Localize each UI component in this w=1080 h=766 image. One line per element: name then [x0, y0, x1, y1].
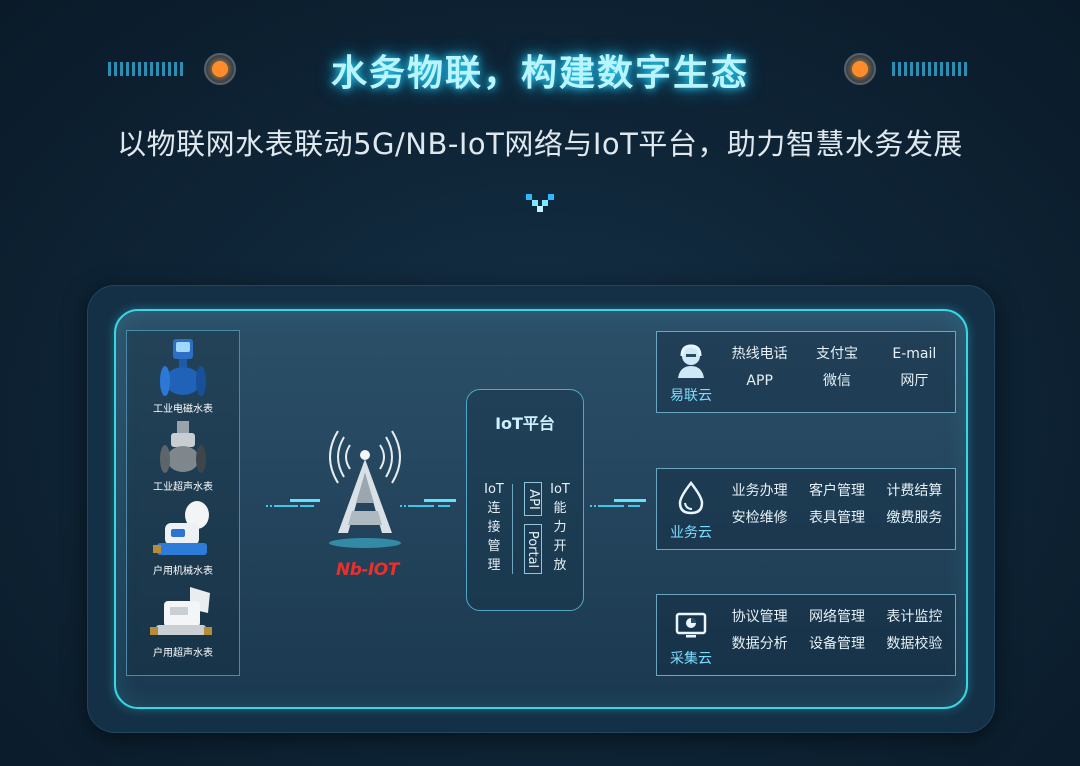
- cloud-item: 热线电话: [731, 346, 788, 362]
- meter-label: 户用超声水表: [153, 648, 213, 659]
- cloud-item: 设备管理: [808, 636, 865, 652]
- electromagnetic-meter-icon: [160, 339, 206, 396]
- platform-divider: [512, 484, 513, 574]
- iot-platform-title: IoT平台: [495, 414, 555, 433]
- cloud-item: 缴费服务: [886, 510, 943, 526]
- water-drop-icon: [678, 481, 704, 515]
- cloud-items: 热线电话 支付宝 E-mail APP 微信 网厅: [721, 345, 953, 390]
- capability-opening-column: IoT 能 力 开 放: [547, 480, 573, 575]
- meter-item: 工业超声水表: [127, 419, 239, 493]
- connection-management-column: IoT 连 接 管 理: [481, 480, 507, 575]
- orange-dot-left-icon: [204, 53, 236, 85]
- api-box: API: [524, 482, 542, 516]
- cloud-item: 支付宝: [815, 346, 858, 362]
- nb-iot-logo: Nb-IOT: [336, 560, 399, 580]
- cloud-item: 计费结算: [886, 483, 943, 499]
- cell-tower-icon: [329, 430, 401, 548]
- cloud-panel-business: 业务云 业务办理 客户管理 计费结算 安检维修 表具管理 缴费服务: [656, 468, 956, 550]
- mechanical-meter-icon: [153, 501, 209, 555]
- column-char: IoT: [550, 482, 570, 497]
- cloud-panel-collection: 采集云 协议管理 网络管理 表计监控 数据分析 设备管理 数据校验: [656, 594, 956, 676]
- meter-item: 户用机械水表: [127, 499, 239, 577]
- cloud-item: 数据校验: [886, 636, 943, 652]
- column-char: 力: [553, 520, 567, 535]
- cloud-item: 客户管理: [808, 483, 865, 499]
- customer-service-icon: [678, 344, 704, 378]
- meter-label: 户用机械水表: [153, 566, 213, 577]
- cloud-item: E-mail: [892, 346, 937, 362]
- column-char: IoT: [484, 482, 504, 497]
- cloud-item: 表计监控: [886, 609, 943, 625]
- cloud-item: 网厅: [900, 373, 929, 389]
- chevron-down-icon: [526, 194, 554, 212]
- cloud-item: 网络管理: [808, 609, 865, 625]
- column-char: 理: [487, 558, 501, 573]
- portal-box: Portal: [524, 524, 542, 574]
- cloud-item: 微信: [822, 373, 851, 389]
- household-ultrasonic-meter-icon: [150, 587, 212, 635]
- cloud-items: 业务办理 客户管理 计费结算 安检维修 表具管理 缴费服务: [721, 482, 953, 527]
- decorative-bars-left: [108, 62, 183, 76]
- cloud-panel-yilian: 易联云 热线电话 支付宝 E-mail APP 微信 网厅: [656, 331, 956, 413]
- meter-label: 工业电磁水表: [153, 404, 213, 415]
- cloud-item: 安检维修: [731, 510, 788, 526]
- connector-dash-3: [590, 499, 646, 507]
- cloud-name: 业务云: [670, 525, 712, 541]
- connector-dash-1: [266, 499, 320, 507]
- column-char: 放: [553, 558, 567, 573]
- header: 水务物联，构建数字生态 以物联网水表联动5G/NB-IoT网络与IoT平台，助力…: [0, 0, 1080, 230]
- water-meters-panel: 工业电磁水表 工业超声水表 户用机械水表 户用超声水表: [126, 330, 240, 676]
- cloud-item: 表具管理: [808, 510, 865, 526]
- iot-platform-box: IoT平台 IoT 连 接 管 理 API Portal IoT 能 力 开 放: [466, 389, 584, 611]
- meter-item: 户用超声水表: [127, 583, 239, 659]
- decorative-bars-right: [892, 62, 967, 76]
- page-subtitle: 以物联网水表联动5G/NB-IoT网络与IoT平台，助力智慧水务发展: [117, 127, 963, 161]
- column-char: 连: [487, 501, 501, 516]
- cloud-item: APP: [746, 373, 773, 389]
- column-char: 能: [553, 501, 567, 516]
- cloud-item: 业务办理: [731, 483, 788, 499]
- industrial-ultrasonic-meter-icon: [160, 421, 206, 473]
- column-char: 开: [553, 539, 567, 554]
- orange-dot-right-icon: [844, 53, 876, 85]
- meter-label: 工业超声水表: [153, 482, 213, 493]
- column-char: 接: [487, 520, 501, 535]
- connector-dash-2: [400, 499, 456, 507]
- monitor-chart-icon: [675, 612, 707, 638]
- cloud-item: 数据分析: [731, 636, 788, 652]
- cloud-name: 易联云: [670, 388, 712, 404]
- column-char: 管: [487, 539, 501, 554]
- cloud-name: 采集云: [670, 651, 712, 667]
- page-title: 水务物联，构建数字生态: [330, 53, 749, 94]
- cloud-item: 协议管理: [731, 609, 788, 625]
- cloud-items: 协议管理 网络管理 表计监控 数据分析 设备管理 数据校验: [721, 608, 953, 653]
- meter-item: 工业电磁水表: [127, 337, 239, 415]
